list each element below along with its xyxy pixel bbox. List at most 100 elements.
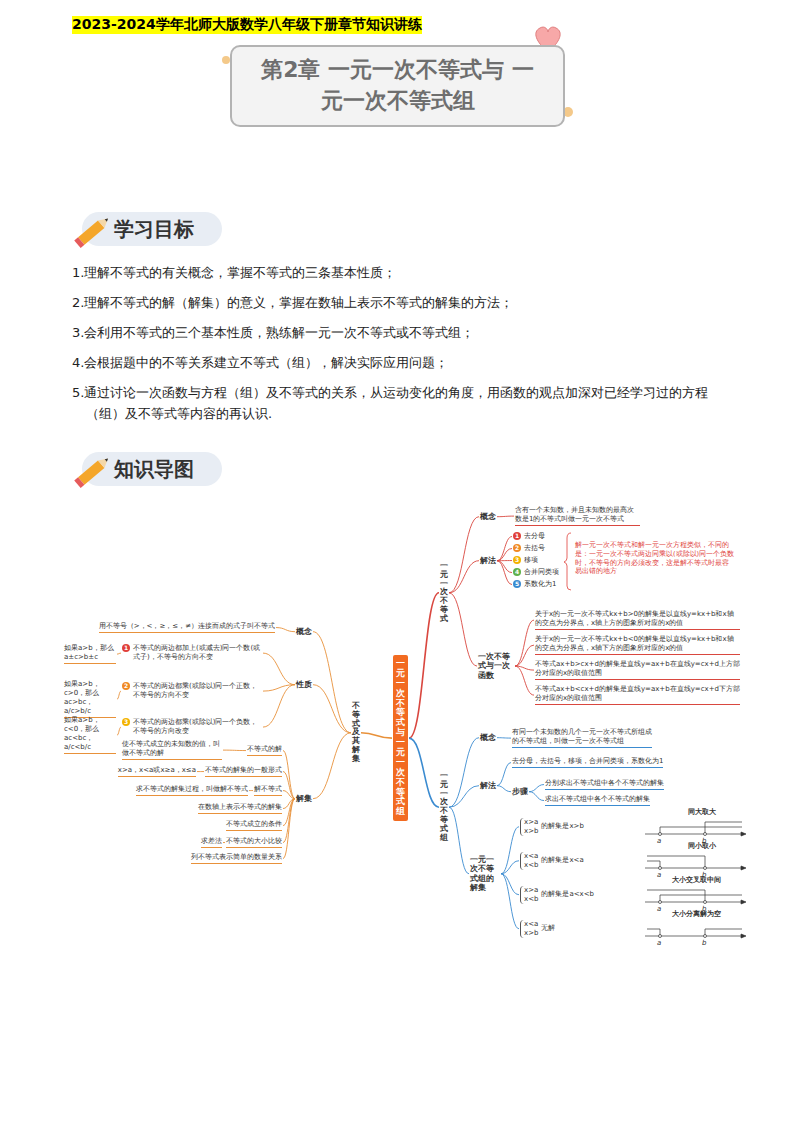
leaf-note: 关于x的一元一次不等式kx+b>0的解集是以直线y=kx+b和x轴的交点为分界点… — [535, 610, 740, 630]
subtopic: 概念 — [296, 627, 312, 636]
item-number: 3 — [122, 718, 130, 726]
mindmap-branch-line — [283, 772, 295, 799]
item-number: 2 — [122, 682, 130, 690]
item-text: 合并同类项 — [524, 568, 559, 577]
leaf-note: 不等式的大小比较 — [226, 837, 282, 848]
leaf-note: 关于x的一元一次不等式kx+b<0的解集是以直线y=kx+b和x轴的交点为分界点… — [535, 635, 740, 655]
solution-text: 无解 — [541, 924, 555, 933]
node-text: 解法 — [480, 556, 496, 565]
leaf-note: 分别求出不等式组中各个不等式的解集 — [545, 779, 664, 790]
mindmap-branch-line — [501, 874, 519, 929]
solution-case: x<ax>b无解 — [520, 920, 555, 938]
node-text: 解不等式 — [254, 785, 282, 794]
item-text: 不等式的两边都乘(或除以)同一个负数，不等号的方向改变 — [133, 718, 262, 736]
inequality: x>a — [524, 818, 538, 827]
item-number: 4 — [513, 568, 521, 576]
subtopic: 一元一次不等式组的解集 — [470, 855, 500, 893]
numbered-item: 1去分母 — [513, 532, 545, 541]
node-text: 解法 — [480, 781, 496, 790]
item-number: 1 — [513, 532, 521, 540]
mindmap-branch-line — [283, 799, 295, 859]
numbered-item: 4合并同类项 — [513, 568, 559, 577]
solution-text: 的解集是x>b — [541, 822, 583, 831]
chapter-banner: 第2章 一元一次不等式与 一元一次不等式组 — [230, 45, 565, 127]
inequality: x>b — [524, 929, 538, 938]
leaf-note: 不等式ax+b>cx+d的解集是直线y=ax+b在直线y=cx+d上方部分对应的… — [535, 660, 740, 680]
subtopic: 步骤 — [512, 787, 528, 796]
mindmap-branch-line — [117, 691, 121, 699]
rule-label: 同小取小 — [688, 841, 716, 851]
node-text: 第2章 一元一次不等式与 一元一次不等式组 — [254, 55, 541, 117]
mindmap-branch-line — [497, 786, 511, 792]
mindmap-branch-line — [283, 791, 295, 799]
node-text: 去分母，去括号，移项，合并同类项，系数化为1 — [512, 757, 663, 766]
item-text: 去括号 — [524, 544, 545, 553]
node-text: 如果a>b，c>0，那么ac>bc，a/c>b/c — [64, 680, 116, 716]
section-heading: 知识导图 — [114, 456, 194, 482]
inequality: x<a — [524, 852, 538, 861]
node-text: 步骤 — [512, 787, 528, 796]
leaf-note: 如果a>b，c<0，那么ac<bc，a/c<b/c — [64, 716, 116, 754]
mindmap-branch-line — [497, 561, 512, 573]
leaf-note: 不等式的解 — [247, 745, 282, 756]
node-text: 性质 — [296, 680, 312, 689]
mindmap-branch-line — [313, 685, 351, 733]
warning-note: 解一元一次不等式和解一元一次方程类似，不同的是：一元一次不等式两边同乘以(或除以… — [575, 541, 735, 576]
branch-topic: 不等式及其解集 — [352, 700, 360, 766]
branch-topic: 一元一次不等式组 — [440, 770, 448, 844]
item-text: 不等式的两边都乘(或除以)同一个正数，不等号的方向不变 — [133, 682, 262, 700]
item-text: 去分母 — [524, 532, 545, 541]
leaf-note: 如果a>b，c>0，那么ac>bc，a/c>b/c — [64, 680, 116, 718]
leaf-note: 去分母，去括号，移项，合并同类项，系数化为1 — [512, 757, 663, 768]
node-text: 如果a>b，c<0，那么ac<bc，a/c<b/c — [64, 716, 116, 752]
numbered-item: 3不等式的两边都乘(或除以)同一个负数，不等号的方向改变 — [122, 718, 262, 736]
mindmap-branch-line — [361, 733, 392, 738]
item-text: 系数化为1 — [524, 580, 556, 589]
item-number: 2 — [513, 544, 521, 552]
subtopic: 解法 — [480, 556, 496, 565]
node-text: 一次不等式与一次函数 — [478, 652, 514, 680]
mindmap-branch-line — [409, 593, 439, 738]
node-text: 不等式的解 — [247, 745, 282, 754]
mindmap-branch-line — [497, 537, 512, 561]
subtopic: 解法 — [480, 781, 496, 790]
node-text: 概念 — [480, 512, 496, 521]
mindmap-branch-line — [276, 628, 295, 632]
numbered-item: 1不等式的两边都加上(或减去)同一个数(或式子)，不等号的方向不变 — [122, 644, 262, 662]
subtopic: 概念 — [480, 512, 496, 521]
axis-point-label: a — [657, 837, 661, 845]
inequality-system: x>ax>b — [520, 818, 538, 836]
node-text: 关于x的一元一次不等式kx+b<0的解集是以直线y=kx+b和x轴的交点为分界点… — [535, 635, 740, 653]
mindmap-branch-line — [497, 549, 512, 561]
mindmap-branch-line — [529, 792, 544, 801]
mindmap-branch-line — [117, 727, 121, 735]
mindmap-branch-line — [313, 632, 351, 733]
node-text: 列不等式表示简单的数量关系 — [191, 853, 282, 862]
mindmap-branch-line — [497, 561, 512, 585]
node-text: 概念 — [296, 627, 312, 636]
leaf-note: 含有一个未知数，并且未知数的最高次数是1的不等式叫做一元一次不等式 — [515, 506, 640, 526]
leaf-note: 求差法 — [201, 837, 222, 848]
leaf-note: 不等式的解集的一般形式 — [205, 766, 282, 777]
node-text: 用不等号（>，<，≥，≤，≠）连接而成的式子叫不等式 — [99, 622, 275, 631]
mindmap-branch-line — [501, 861, 519, 874]
leaf-note: x>a，x<a或x≥a，x≤a — [118, 766, 196, 777]
numbered-item: 5系数化为1 — [513, 580, 556, 589]
subtopic: 一次不等式与一次函数 — [478, 652, 514, 680]
page-header: 2023-2024学年北师大版数学八年级下册章节知识讲练 — [72, 16, 422, 34]
axis-point-label: b — [702, 939, 706, 947]
mindmap-branch-line — [515, 620, 534, 666]
learning-goal: 5.通过讨论一次函数与方程（组）及不等式的关系，从运动变化的角度，用函数的观点加… — [72, 382, 722, 425]
node-text: 概念 — [480, 733, 496, 742]
node-text: 在数轴上表示不等式的解集 — [198, 803, 282, 812]
item-number: 1 — [122, 644, 130, 652]
node-text: 不等式ax+b>cx+d的解集是直线y=ax+b在直线y=cx+d上方部分对应的… — [535, 660, 740, 678]
node-text: 解一元一次不等式和解一元一次方程类似，不同的是：一元一次不等式两边同乘以(或除以… — [575, 541, 735, 576]
axis-point-label: a — [657, 871, 661, 879]
number-line — [645, 856, 746, 870]
rule-label: 大小交叉取中间 — [672, 875, 721, 885]
inequality: x<b — [524, 861, 538, 870]
node-text: 一元一次不等式 — [440, 562, 448, 624]
mindmap-branch-line — [263, 653, 295, 685]
node-text: 不等式的解集的一般形式 — [205, 766, 282, 775]
